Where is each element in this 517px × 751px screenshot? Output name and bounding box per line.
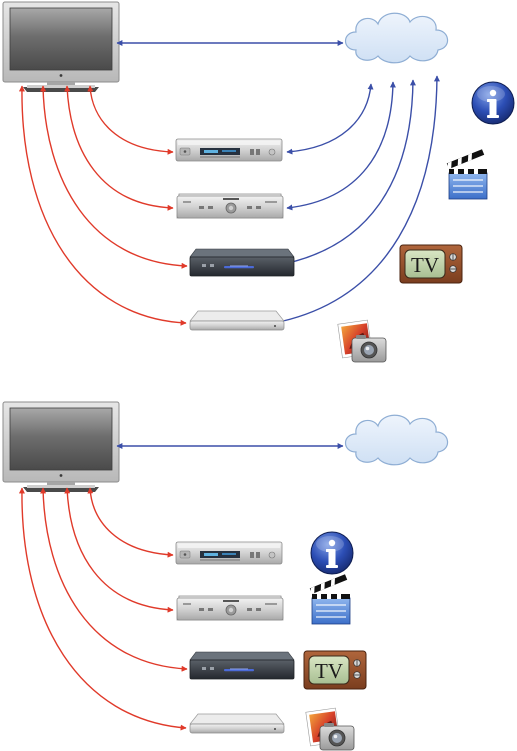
dvd-recorder-top — [176, 139, 282, 161]
clapperboard-icon — [445, 149, 487, 199]
tv-icon: TV — [304, 651, 366, 689]
tv-icon: TV — [400, 245, 462, 283]
television-bottom — [3, 402, 119, 492]
cloud-link-flat-top — [274, 76, 437, 323]
media-box-top — [190, 249, 294, 276]
cloud-bottom — [346, 415, 448, 465]
television-top — [3, 2, 119, 92]
tv-link-flat-top — [22, 86, 186, 323]
tv-link-dvd-bottom — [90, 488, 173, 555]
cloud-link-mediabox-top — [273, 80, 413, 266]
photo-camera-icon — [306, 708, 354, 750]
tv-link-receiver-top — [67, 86, 173, 208]
dvd-recorder-bottom — [176, 542, 282, 564]
tv-link-mediabox-top — [43, 86, 187, 266]
cloud-link-receiver-top — [287, 82, 393, 208]
clapperboard-icon — [308, 574, 350, 624]
tv-icon-label: TV — [315, 659, 343, 683]
cloud-top — [346, 13, 448, 63]
av-receiver-bottom — [177, 596, 283, 620]
flat-player-top — [190, 311, 284, 330]
photo-camera-icon — [338, 320, 386, 362]
info-icon — [311, 532, 353, 574]
tv-link-receiver-bottom — [67, 488, 173, 610]
media-box-bottom — [190, 652, 294, 679]
info-icon — [472, 82, 514, 124]
tv-link-dvd-top — [90, 86, 173, 152]
tv-link-mediabox-bottom — [43, 488, 187, 669]
cloud-link-dvd-top — [287, 84, 371, 152]
tv-icon-label: TV — [411, 253, 439, 277]
panel-networked: TV — [3, 2, 514, 362]
av-receiver-top — [177, 194, 283, 218]
panel-local: TV — [3, 402, 448, 750]
flat-player-bottom — [190, 714, 284, 733]
